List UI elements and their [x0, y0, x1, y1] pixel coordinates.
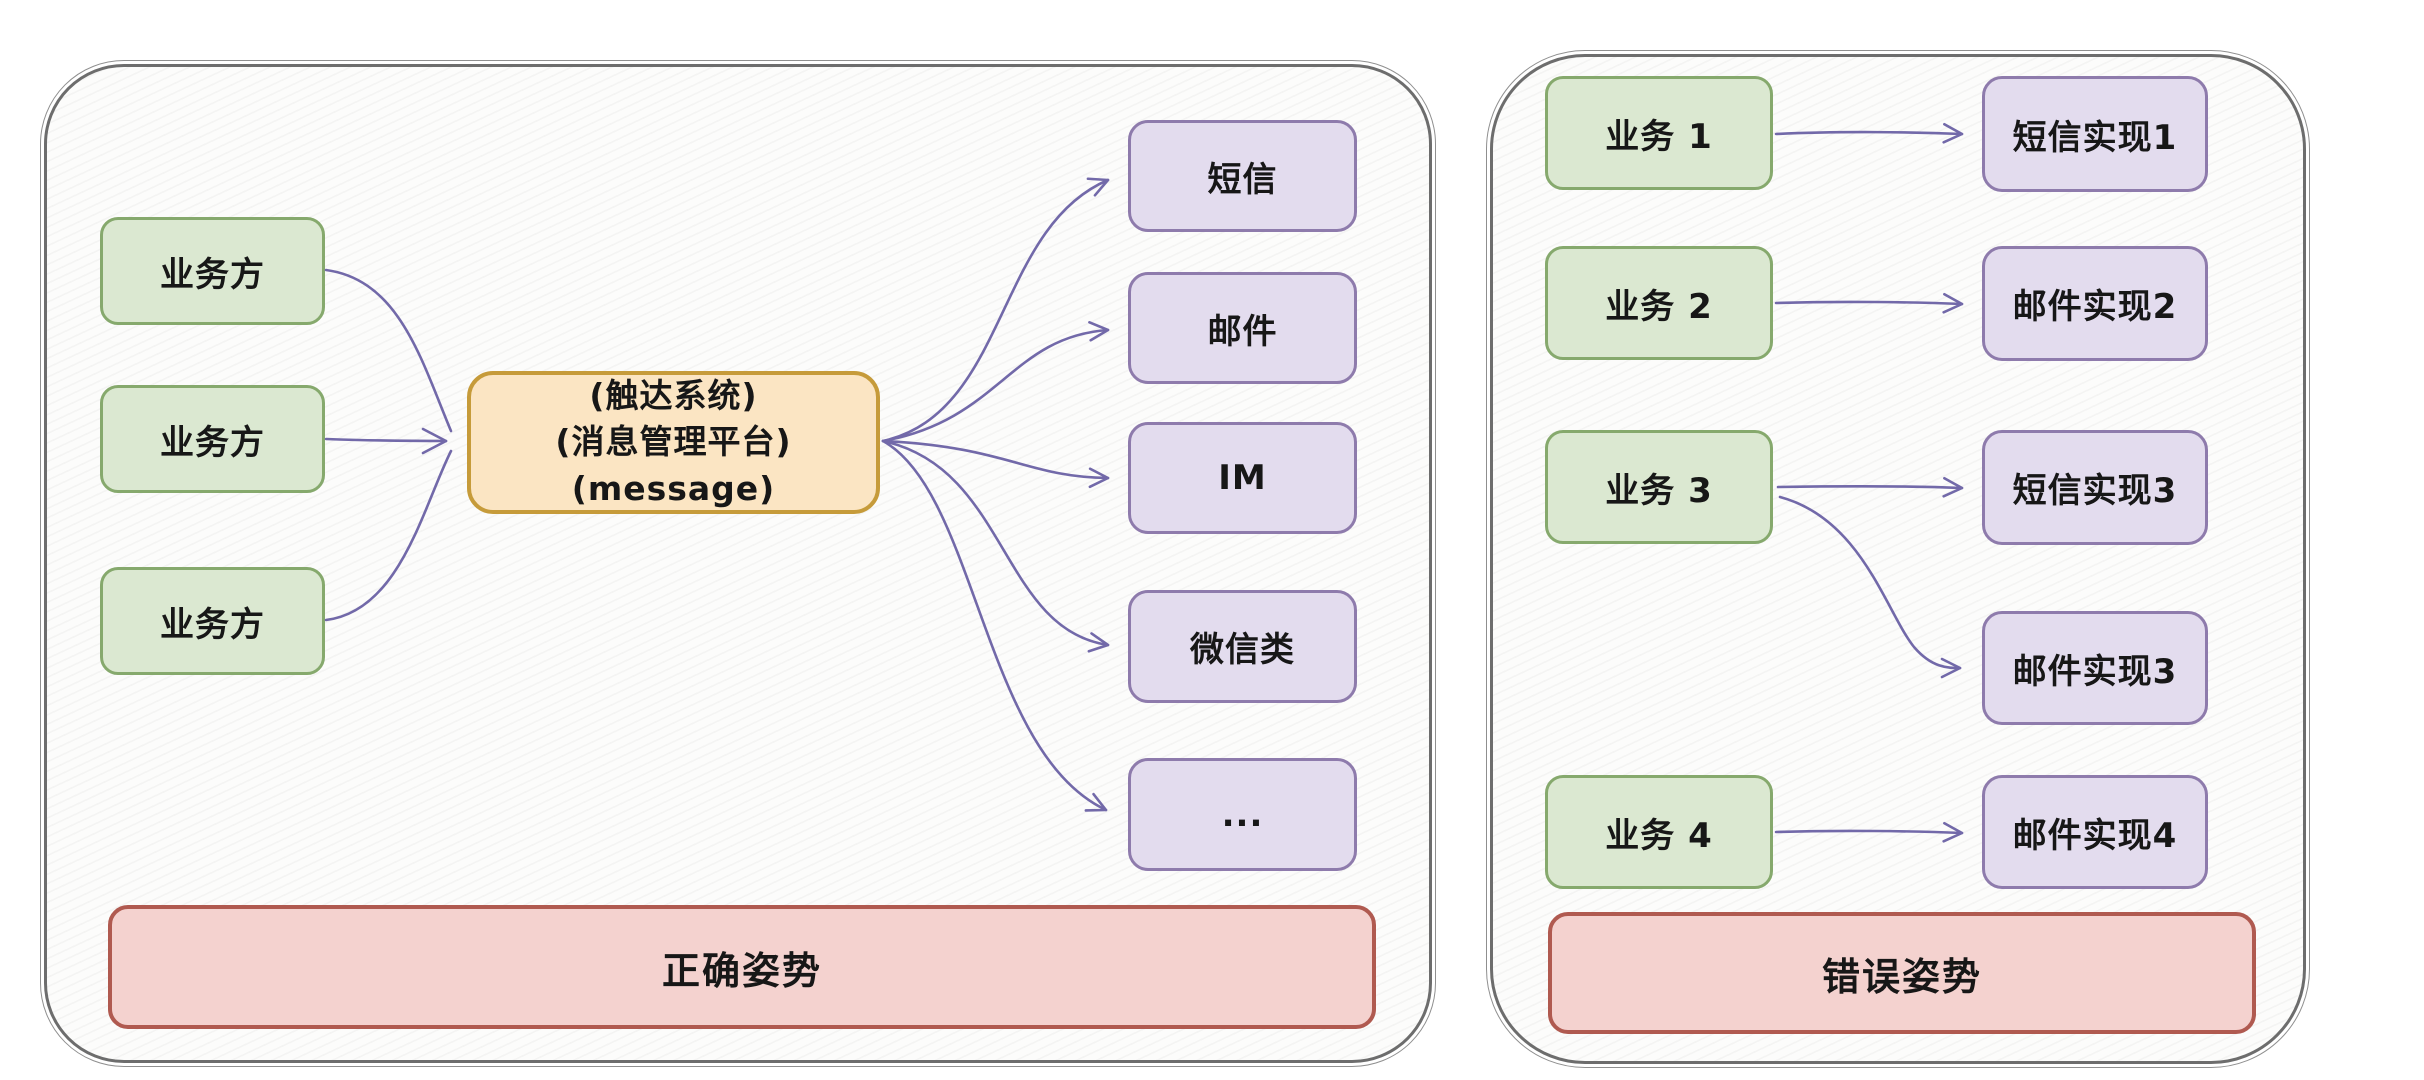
hub-line-3: (message)	[571, 468, 776, 508]
channel-box-more: ...	[1128, 758, 1357, 871]
biz-2-label: 业务 2	[1605, 286, 1713, 327]
source-box-2-label: 业务方	[160, 422, 265, 463]
impl-1-label: 短信实现1	[2012, 117, 2178, 158]
biz-1-label: 业务 1	[1605, 116, 1713, 157]
channel-mail-label: 邮件	[1207, 311, 1278, 352]
impl-4-label: 邮件实现4	[2012, 815, 2178, 856]
left-caption-label: 正确姿势	[661, 948, 822, 993]
hub-line-2: (消息管理平台)	[555, 422, 792, 462]
channel-sms-label: 短信	[1207, 159, 1278, 200]
source-box-1-label: 业务方	[160, 254, 265, 295]
channel-wechat-label: 微信类	[1190, 630, 1295, 670]
hub-box: (触达系统) (消息管理平台) (message)	[467, 371, 880, 514]
channel-box-wechat: 微信类	[1128, 590, 1357, 703]
channel-more-label: ...	[1221, 794, 1264, 835]
source-box-1: 业务方	[100, 217, 325, 325]
right-caption-label: 错误姿势	[1821, 954, 1982, 999]
channel-box-im: IM	[1128, 422, 1357, 534]
impl-box-3: 短信实现3	[1982, 430, 2208, 545]
impl-box-2: 邮件实现2	[1982, 246, 2208, 361]
left-caption-bar: 正确姿势	[108, 905, 1376, 1029]
impl-box-1: 短信实现1	[1982, 76, 2208, 192]
source-box-2: 业务方	[100, 385, 325, 493]
channel-box-mail: 邮件	[1128, 272, 1357, 384]
biz-box-4: 业务 4	[1545, 775, 1773, 889]
source-box-3-label: 业务方	[160, 604, 265, 645]
impl-3b-label: 邮件实现3	[2012, 651, 2178, 692]
right-caption-bar: 错误姿势	[1548, 912, 2256, 1034]
impl-box-4: 邮件实现4	[1982, 775, 2208, 889]
channel-box-sms: 短信	[1128, 120, 1357, 232]
biz-4-label: 业务 4	[1605, 815, 1713, 856]
impl-2-label: 邮件实现2	[2012, 287, 2178, 327]
biz-box-2: 业务 2	[1545, 246, 1773, 360]
biz-3-label: 业务 3	[1605, 470, 1713, 511]
impl-box-3b: 邮件实现3	[1982, 611, 2208, 725]
biz-box-3: 业务 3	[1545, 430, 1773, 544]
hub-line-1: (触达系统)	[589, 376, 758, 416]
source-box-3: 业务方	[100, 567, 325, 675]
biz-box-1: 业务 1	[1545, 76, 1773, 190]
channel-im-label: IM	[1218, 458, 1267, 498]
impl-3-label: 短信实现3	[2012, 471, 2178, 511]
